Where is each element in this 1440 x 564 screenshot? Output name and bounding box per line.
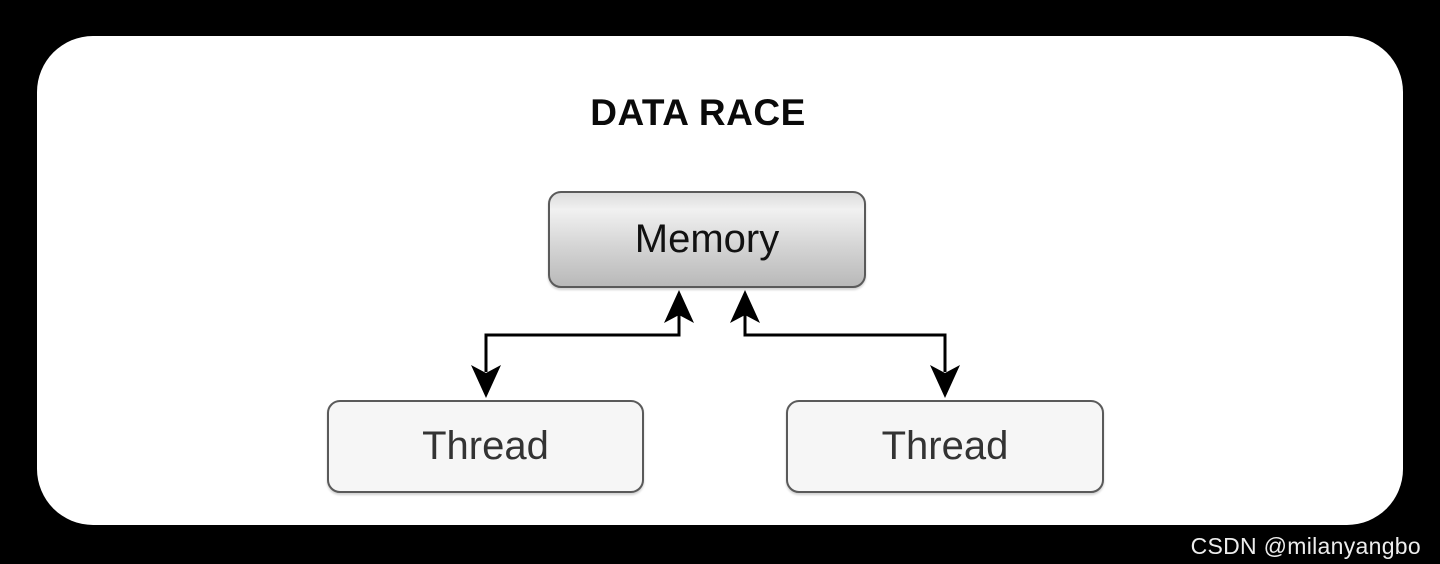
thread-right-node-label: Thread: [881, 424, 1009, 468]
watermark: CSDN @milanyangbo: [1190, 533, 1421, 559]
memory-node: Memory: [548, 191, 866, 288]
thread-right-node: Thread: [786, 400, 1104, 493]
thread-left-node-label: Thread: [422, 424, 549, 468]
diagram-title: DATA RACE: [590, 92, 806, 133]
thread-left-node: Thread: [327, 400, 644, 493]
memory-node-label: Memory: [634, 217, 780, 261]
